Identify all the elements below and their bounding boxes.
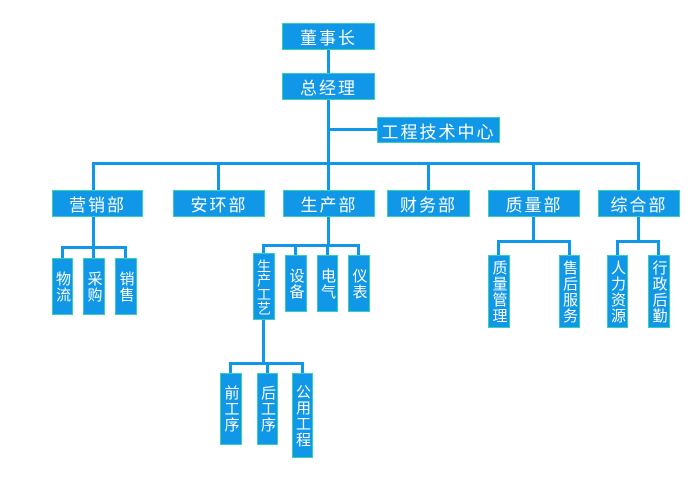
node-sales: 销售: [115, 258, 137, 315]
connector-stub-back: [266, 362, 269, 373]
node-quality-management: 质量管理: [488, 255, 510, 328]
connector-stub-safety: [217, 162, 220, 190]
node-engineering-center: 工程技术中心: [377, 117, 500, 143]
connector-stub-qualitymgmt: [497, 240, 500, 255]
node-purchasing: 采购: [83, 258, 105, 315]
connector-engineering-branch: [327, 128, 377, 131]
node-production: 生产部: [283, 190, 375, 217]
connector-chairman-gm: [327, 50, 330, 73]
node-admin-logistics: 行政后勤: [648, 255, 670, 328]
connector-stub-aftersales: [568, 240, 571, 255]
node-after-sales: 售后服务: [559, 255, 580, 328]
connector-production-down: [327, 217, 330, 244]
connector-general-rail: [616, 240, 660, 243]
connector-stub-prodprocess: [262, 244, 265, 253]
node-back-process: 后工序: [257, 373, 278, 445]
connector-stub-purchasing: [92, 246, 95, 258]
node-electrical: 电气: [317, 255, 338, 312]
connector-prodprocess-down: [262, 320, 265, 362]
node-chairman: 董事长: [282, 23, 375, 50]
node-safety-env: 安环部: [173, 190, 265, 217]
node-general-affairs: 综合部: [598, 190, 680, 217]
connector-stub-utility: [301, 362, 304, 373]
connector-stub-marketing: [92, 162, 95, 190]
connector-stub-admin: [657, 240, 660, 255]
connector-stub-logistics: [61, 246, 64, 258]
connector-quality-rail: [497, 240, 571, 243]
connector-stub-sales: [124, 246, 127, 258]
node-utility-engineering: 公用工程: [292, 373, 313, 458]
connector-stub-equipment: [294, 244, 297, 255]
node-finance: 财务部: [387, 190, 470, 217]
node-general-manager: 总经理: [282, 73, 375, 100]
node-front-process: 前工序: [220, 373, 242, 445]
connector-general-down: [637, 217, 640, 240]
connector-stub-electrical: [326, 244, 329, 255]
connector-stub-hr: [616, 240, 619, 255]
node-quality: 质量部: [488, 190, 580, 217]
node-production-process: 生产工艺: [253, 253, 275, 320]
connector-level2-rail: [92, 162, 640, 165]
connector-marketing-down: [92, 217, 95, 246]
node-logistics: 物流: [52, 258, 73, 315]
connector-stub-quality: [532, 162, 535, 190]
node-instrument: 仪表: [348, 255, 370, 312]
connector-stub-general: [637, 162, 640, 190]
connector-quality-down: [532, 217, 535, 240]
connector-stub-instrument: [357, 244, 360, 255]
connector-stub-front: [229, 362, 232, 373]
node-marketing: 营销部: [52, 190, 143, 217]
node-equipment: 设备: [285, 255, 307, 312]
connector-gm-trunk: [327, 100, 330, 190]
connector-stub-finance: [427, 162, 430, 190]
connector-production-rail: [262, 244, 360, 247]
node-human-resources: 人力资源: [607, 255, 628, 328]
